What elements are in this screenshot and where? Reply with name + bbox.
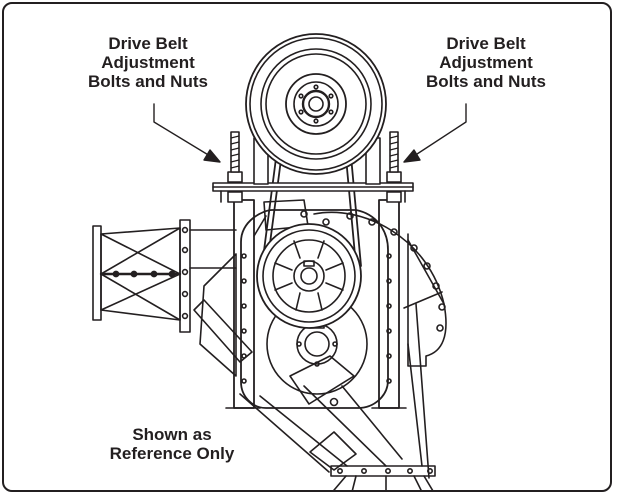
reference-note: Shown as Reference Only [96, 425, 248, 463]
left-adjustment-stud [230, 131, 240, 173]
left-callout-line: Drive Belt [108, 34, 188, 53]
reference-note-line: Shown as [132, 425, 212, 444]
right-callout-label: Drive Belt Adjustment Bolts and Nuts [408, 34, 564, 91]
adjustment-bracket [212, 171, 414, 203]
drive-belt-assembly-drawing [92, 33, 467, 490]
right-callout-arrow [403, 103, 467, 163]
blower-housing [300, 210, 447, 367]
right-callout-line: Drive Belt [446, 34, 526, 53]
right-adjustment-stud [389, 131, 399, 173]
figure-frame: Drive Belt Adjustment Bolts and Nuts Dri… [2, 2, 612, 492]
left-callout-line: Adjustment [101, 53, 195, 72]
right-callout-line: Bolts and Nuts [426, 72, 546, 91]
left-callout-label: Drive Belt Adjustment Bolts and Nuts [70, 34, 226, 91]
inlet-duct [92, 219, 237, 333]
left-callout-line: Bolts and Nuts [88, 72, 208, 91]
left-callout-arrow [153, 103, 221, 163]
lower-sheave [256, 223, 362, 329]
reference-note-line: Reference Only [109, 444, 235, 463]
motor-sheave [245, 33, 387, 175]
right-callout-line: Adjustment [439, 53, 533, 72]
